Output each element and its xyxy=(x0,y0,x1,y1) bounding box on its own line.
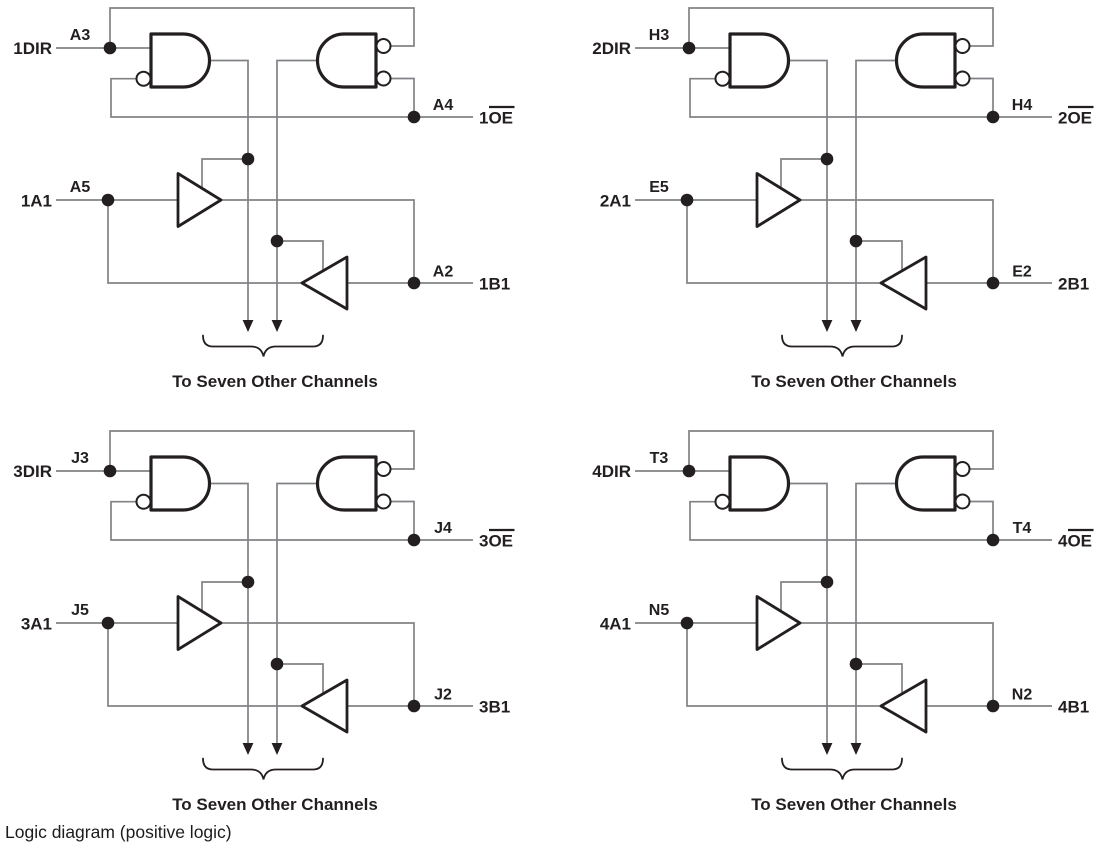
brace-icon xyxy=(781,757,903,780)
dir-pin-label: J3 xyxy=(71,450,89,467)
dir-terminal-label: 4DIR xyxy=(592,462,631,481)
inverter-bubble-icon xyxy=(954,70,971,87)
junction-dots xyxy=(680,464,1000,713)
oe-terminal-label: 4OE xyxy=(1058,532,1092,551)
dir-terminal-label: 1DIR xyxy=(13,39,52,58)
inverter-bubble-icon xyxy=(954,493,971,510)
oe-pin-label: H4 xyxy=(1012,97,1033,114)
to-other-channels-arrow-icons xyxy=(242,320,283,332)
and-gate-a-to-b-enable xyxy=(714,455,791,512)
buffer-a-to-b xyxy=(176,595,223,651)
inverter-bubble-icon xyxy=(135,70,152,87)
brace-icon xyxy=(202,334,324,357)
a-terminal-label: 1A1 xyxy=(21,192,52,211)
a-terminal-label: 2A1 xyxy=(600,192,631,211)
to-other-channels-arrow-icons xyxy=(821,743,862,755)
buffer-b-to-a xyxy=(300,678,349,734)
oe-terminal-label: 2OE xyxy=(1058,109,1092,128)
inverter-bubble-icon xyxy=(375,461,392,477)
dir-pin-label: H3 xyxy=(649,27,670,44)
a-pin-label: A5 xyxy=(70,179,91,196)
junction-dots xyxy=(680,41,1000,290)
b-pin-label: E2 xyxy=(1012,264,1032,281)
to-other-channels-note: To Seven Other Channels xyxy=(751,372,957,391)
buffer-b-to-a xyxy=(879,678,928,734)
channel-2-circuit: 2DIR H3 H4 2OE 2A1 E5 E2 2B1 To Seven Ot… xyxy=(592,7,1094,391)
to-other-channels-arrow-icons xyxy=(821,320,862,332)
inverter-bubble-icon xyxy=(954,38,971,54)
junction-dots xyxy=(101,41,421,290)
diagram-caption: Logic diagram (positive logic) xyxy=(5,822,232,842)
dir-pin-label: A3 xyxy=(70,27,91,44)
b-terminal-label: 3B1 xyxy=(479,698,510,717)
a-pin-label: E5 xyxy=(649,179,669,196)
a-terminal-label: 3A1 xyxy=(21,615,52,634)
b-pin-label: J2 xyxy=(434,687,452,704)
a-pin-label: J5 xyxy=(71,602,89,619)
inverter-bubble-icon xyxy=(375,493,392,510)
b-pin-label: A2 xyxy=(433,264,454,281)
dir-pin-label: T3 xyxy=(650,450,669,467)
buffer-a-to-b xyxy=(176,172,223,228)
to-other-channels-note: To Seven Other Channels xyxy=(172,795,378,814)
oe-pin-label: T4 xyxy=(1013,520,1032,537)
wires xyxy=(635,7,1052,321)
inverter-bubble-icon xyxy=(375,38,392,54)
junction-dots xyxy=(101,464,421,713)
dir-terminal-label: 3DIR xyxy=(13,462,52,481)
buffer-a-to-b xyxy=(755,595,802,651)
b-terminal-label: 4B1 xyxy=(1058,698,1089,717)
to-other-channels-arrow-icons xyxy=(242,743,283,755)
buffer-b-to-a xyxy=(300,255,349,311)
b-terminal-label: 1B1 xyxy=(479,275,510,294)
channel-4-circuit: 4DIR T3 T4 4OE 4A1 N5 N2 4B1 To Seven Ot… xyxy=(592,430,1094,814)
inverter-bubble-icon xyxy=(714,493,731,510)
and-gate-a-to-b-enable xyxy=(135,455,212,512)
and-gate-b-to-a-enable xyxy=(894,32,971,89)
and-gate-b-to-a-enable xyxy=(315,32,392,89)
inverter-bubble-icon xyxy=(375,70,392,87)
wires xyxy=(56,7,473,321)
inverter-bubble-icon xyxy=(714,70,731,87)
a-pin-label: N5 xyxy=(649,602,670,619)
oe-terminal-label: 1OE xyxy=(479,109,513,128)
to-other-channels-note: To Seven Other Channels xyxy=(172,372,378,391)
and-gate-a-to-b-enable xyxy=(135,32,212,89)
buffer-b-to-a xyxy=(879,255,928,311)
and-gate-b-to-a-enable xyxy=(894,455,971,512)
and-gate-a-to-b-enable xyxy=(714,32,791,89)
wires xyxy=(56,430,473,744)
oe-terminal-label: 3OE xyxy=(479,532,513,551)
wires xyxy=(635,430,1052,744)
brace-icon xyxy=(781,334,903,357)
b-pin-label: N2 xyxy=(1012,687,1033,704)
inverter-bubble-icon xyxy=(135,493,152,510)
buffer-a-to-b xyxy=(755,172,802,228)
oe-pin-label: A4 xyxy=(433,97,454,114)
b-terminal-label: 2B1 xyxy=(1058,275,1089,294)
channel-3-circuit: 3DIR J3 J4 3OE 3A1 J5 J2 3B1 To Seven Ot… xyxy=(13,430,515,814)
inverter-bubble-icon xyxy=(954,461,971,477)
and-gate-b-to-a-enable xyxy=(315,455,392,512)
a-terminal-label: 4A1 xyxy=(600,615,631,634)
dir-terminal-label: 2DIR xyxy=(592,39,631,58)
oe-pin-label: J4 xyxy=(434,520,452,537)
brace-icon xyxy=(202,757,324,780)
to-other-channels-note: To Seven Other Channels xyxy=(751,795,957,814)
channel-1-circuit: 1DIR A3 A4 1OE 1A1 A5 A2 1B1 To Seven Ot… xyxy=(13,7,515,391)
